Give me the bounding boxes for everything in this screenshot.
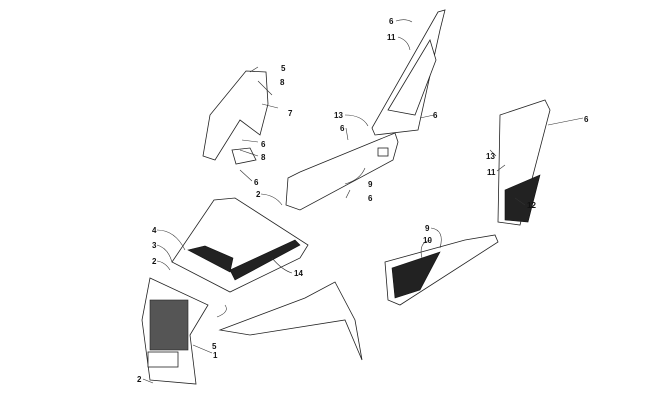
callout-6: 6 (368, 194, 373, 203)
callout-6: 6 (254, 178, 259, 187)
callout-11: 11 (387, 33, 396, 42)
callout-8: 8 (261, 153, 266, 162)
callout-1: 1 (213, 351, 218, 360)
callout-2: 2 (256, 190, 261, 199)
callout-2: 2 (137, 375, 142, 384)
callout-6: 6 (433, 111, 438, 120)
callout-8: 8 (280, 78, 285, 87)
footwell-panel-left (285, 132, 399, 211)
callout-9: 9 (368, 180, 373, 189)
side-cover-upper (202, 70, 269, 165)
side-panel-upper-right (497, 99, 551, 226)
fender-side-panel (218, 281, 363, 361)
callout-3: 3 (152, 241, 157, 250)
hood (171, 197, 309, 293)
callout-11: 11 (487, 168, 496, 177)
callout-2: 2 (152, 257, 157, 266)
callout-12: 12 (527, 201, 536, 210)
callout-13: 13 (486, 152, 495, 161)
leader-lines (142, 19, 584, 384)
callout-5: 5 (212, 342, 217, 351)
callout-7: 7 (288, 109, 293, 118)
side-panel-upper-left (371, 9, 446, 136)
callout-4: 4 (152, 226, 157, 235)
callout-6: 6 (389, 17, 394, 26)
callout-5: 5 (281, 64, 286, 73)
front-grille (141, 277, 209, 385)
callout-6: 6 (261, 140, 266, 149)
callout-6: 6 (584, 115, 589, 124)
callout-10: 10 (423, 236, 432, 245)
footwell-panel-right (384, 234, 499, 306)
callout-9: 9 (425, 224, 430, 233)
callout-13: 13 (334, 111, 343, 120)
callout-labels: 6 11 5 8 7 13 6 6 6 8 6 2 9 6 6 13 11 12… (137, 17, 589, 384)
callout-14: 14 (294, 269, 303, 278)
callout-6: 6 (340, 124, 345, 133)
